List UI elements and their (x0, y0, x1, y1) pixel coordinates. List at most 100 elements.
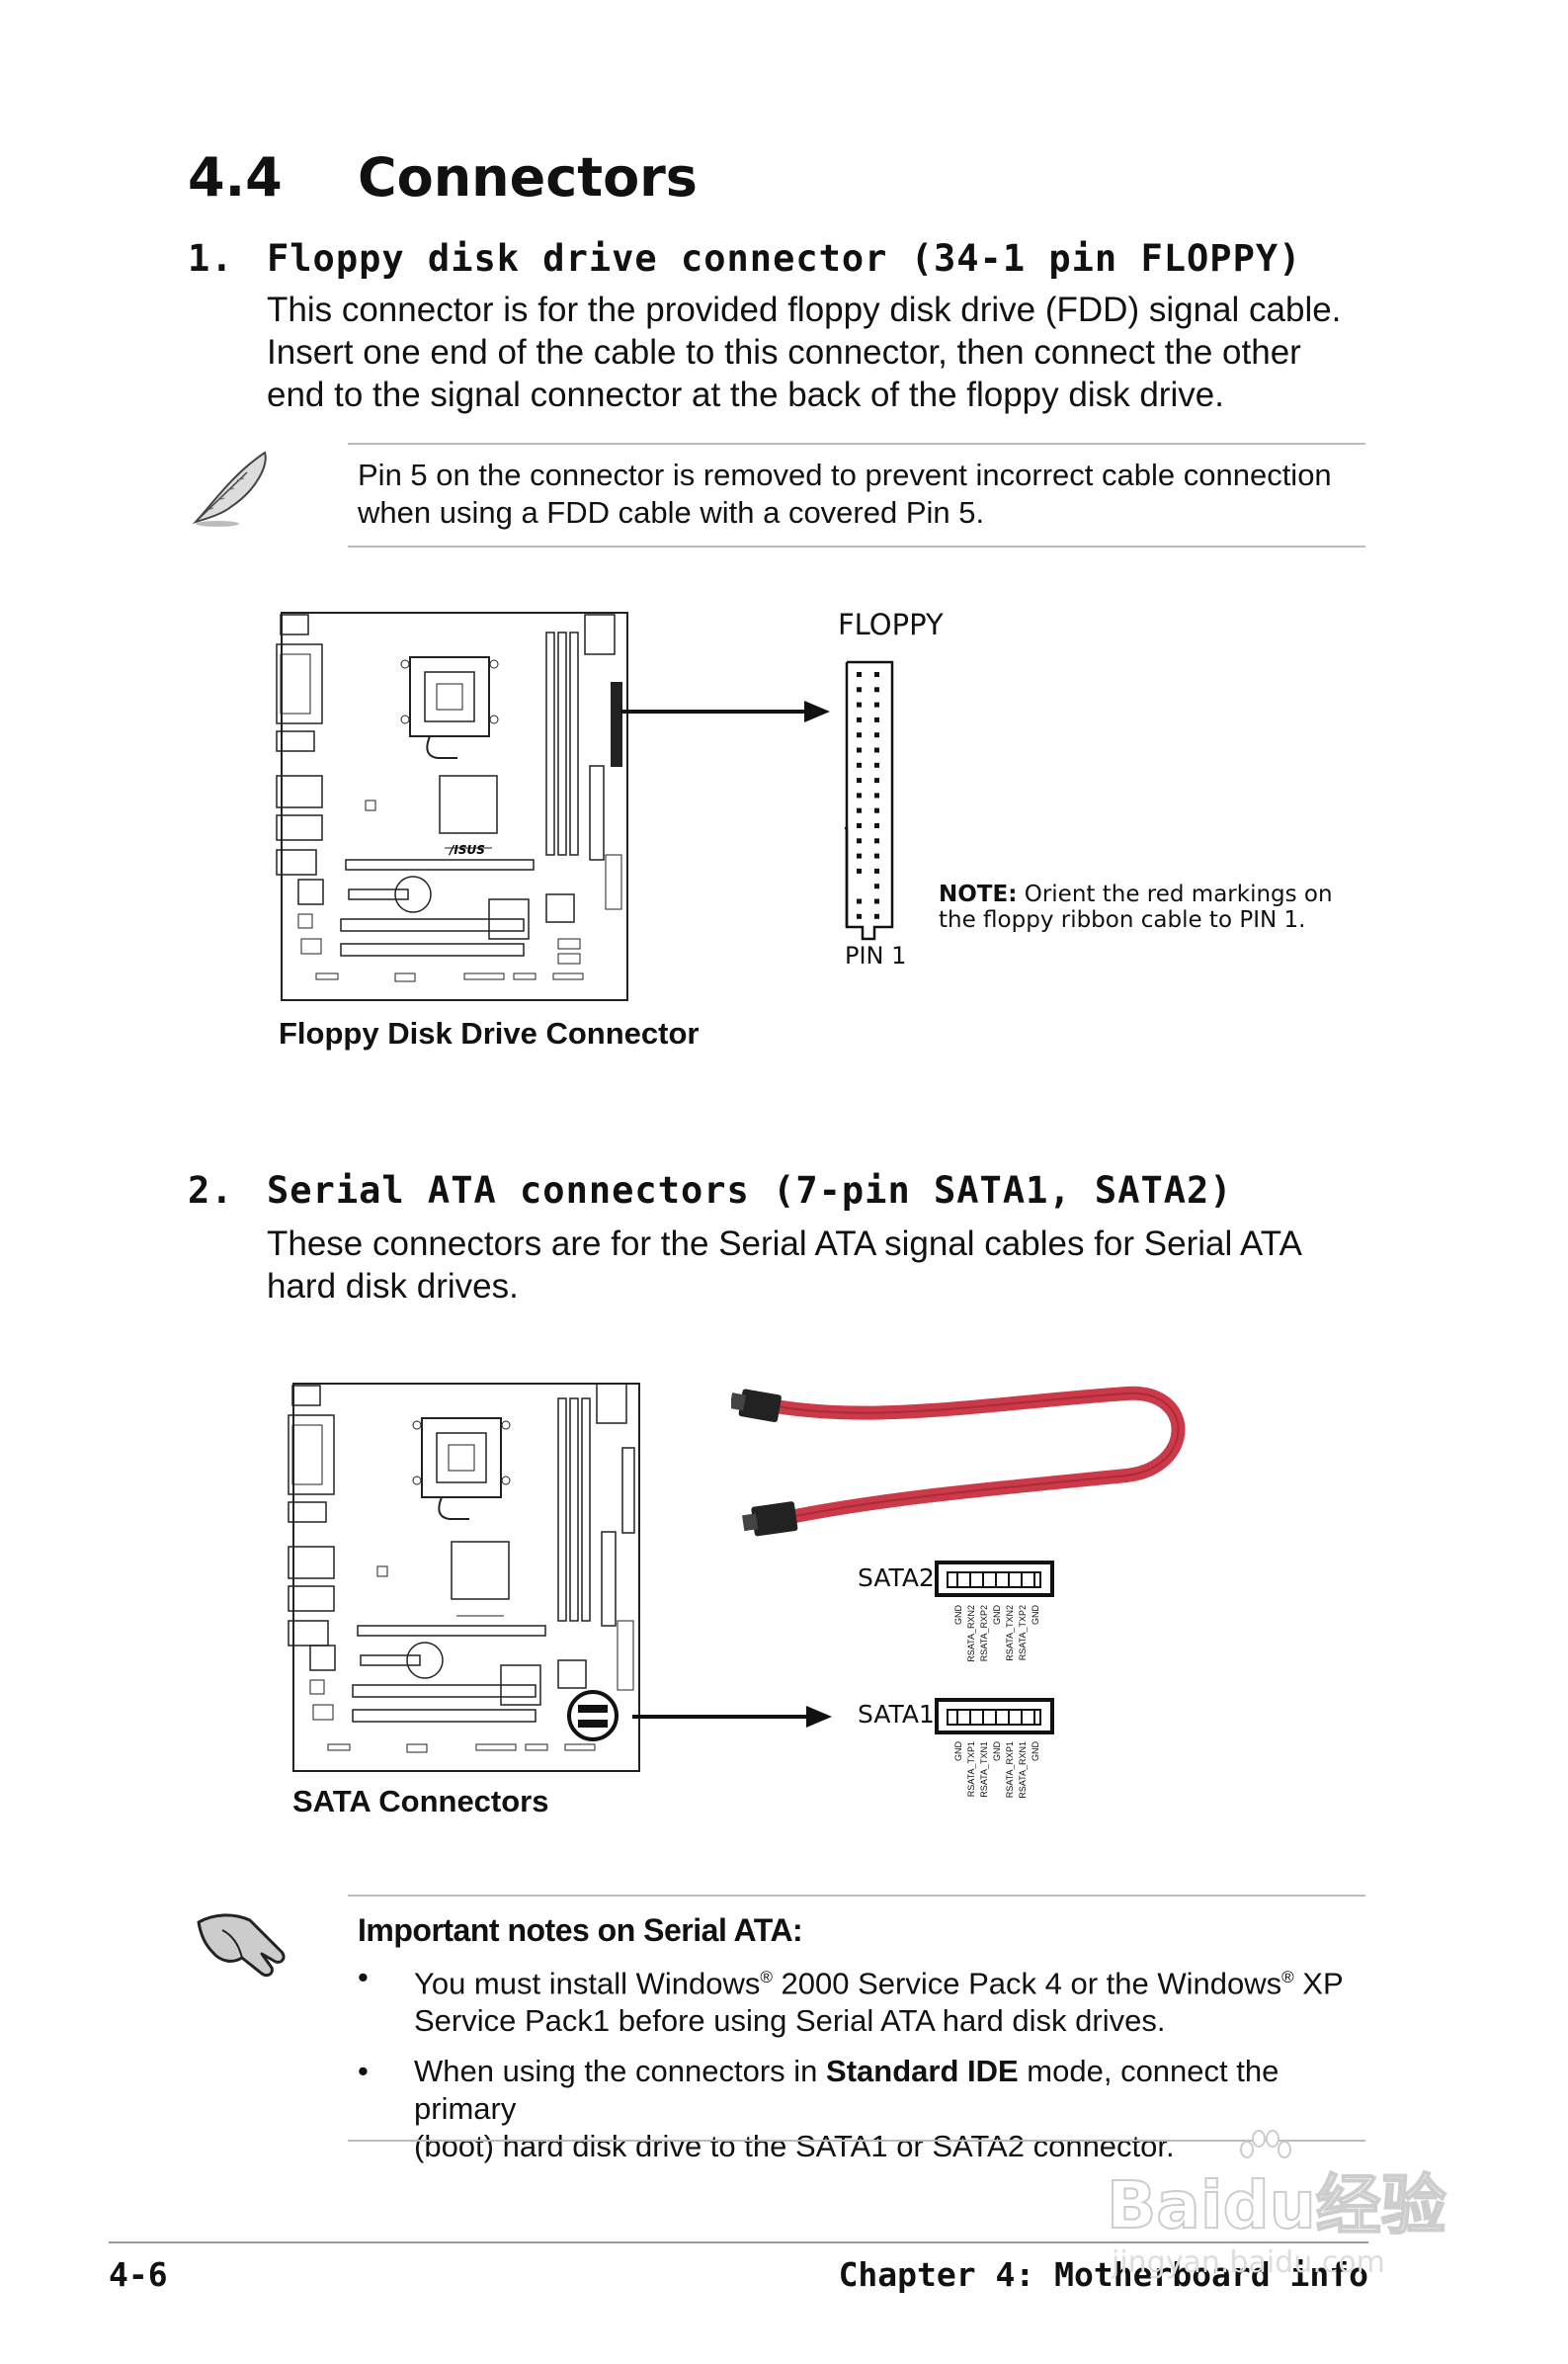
sata-pin-label: GND (992, 1605, 1002, 1625)
item1-title: Floppy disk drive connector (34-1 pin FL… (267, 237, 1302, 280)
note-bottom-rule (348, 546, 1365, 548)
motherboard-layout-floppy: /ISUS (276, 612, 628, 1001)
note-text: Pin 5 on the connector is removed to pre… (358, 457, 1332, 532)
footer-rule (109, 2241, 1368, 2243)
important-list: You must install Windows ® 2000 Service P… (358, 1959, 1375, 2178)
text-span: You must install Windows (414, 1966, 761, 2001)
important-title: Important notes on Serial ATA: (358, 1912, 803, 1948)
text-span: 2000 Service Pack 4 or the Windows (772, 1966, 1282, 2001)
floppy-label: FLOPPY (838, 608, 944, 641)
pointing-hand-icon (197, 1913, 286, 1978)
watermark-logo: Baidu经验 (1106, 2153, 1447, 2247)
sata-pin-label: RSATA_RXP1 (1005, 1741, 1015, 1799)
text-span: XP (1293, 1966, 1344, 2001)
floppy-connector-pinout (845, 660, 894, 941)
motherboard-layout-sata (288, 1383, 640, 1772)
sata-pin-label: GND (992, 1741, 1002, 1761)
floppy-pin (874, 732, 879, 738)
floppy-pin (874, 793, 879, 799)
floppy-pin (874, 778, 879, 784)
floppy-pin (874, 898, 879, 904)
floppy-pin (857, 793, 862, 799)
item2-body: These connectors are for the Serial ATA … (267, 1223, 1302, 1308)
floppy-pin (857, 868, 862, 874)
floppy-note: NOTE: Orient the red markings on the flo… (939, 882, 1333, 933)
note-top-rule (348, 443, 1365, 445)
item1-body: This connector is for the provided flopp… (267, 289, 1341, 416)
floppy-pin (857, 807, 862, 813)
pin1-label: PIN 1 (845, 942, 907, 970)
item1-number: 1. (188, 237, 234, 280)
floppy-pin (874, 853, 879, 859)
floppy-pin (857, 702, 862, 708)
feather-pen-icon (192, 451, 267, 527)
board-logo: /ISUS (448, 843, 485, 857)
floppy-pin (857, 732, 862, 738)
important-bottom-rule (348, 2140, 1365, 2142)
floppy-pin (857, 913, 862, 919)
section-title: Connectors (358, 146, 698, 209)
item2-title: Serial ATA connectors (7-pin SATA1, SATA… (267, 1169, 1233, 1212)
sata-pin-label: GND (953, 1605, 963, 1625)
floppy-pin (857, 898, 862, 904)
sata-pin-label: RSATA_RXN1 (1018, 1741, 1028, 1799)
floppy-pin (874, 913, 879, 919)
text-span: mode, connect the primary (414, 2054, 1279, 2127)
watermark-brand: 经验 (1315, 2166, 1447, 2244)
arrow-icon (620, 701, 830, 722)
note-bold: NOTE: (939, 882, 1018, 907)
sata-pin-label: GND (1031, 1605, 1040, 1625)
sata-caption: SATA Connectors (292, 1784, 549, 1818)
bullet-item: When using the connectors in Standard ID… (358, 2053, 1375, 2165)
sata-pin-label: RSATA_TXP1 (966, 1741, 976, 1798)
floppy-pin (857, 687, 862, 693)
item2-body-line: hard disk drives. (267, 1267, 519, 1306)
note-line: when using a FDD cable with a covered Pi… (358, 495, 985, 530)
item1-body-line: Insert one end of the cable to this conn… (267, 333, 1301, 372)
registered-mark: ® (1281, 1968, 1294, 1986)
sata1-label: SATA1 (858, 1700, 935, 1729)
bullet-item: You must install Windows ® 2000 Service P… (358, 1959, 1375, 2040)
sata-pin-label: RSATA_RXN2 (966, 1605, 976, 1662)
item1-body-line: end to the signal connector at the back … (267, 376, 1224, 414)
sata-cable-illustration (731, 1386, 1186, 1537)
floppy-pin (874, 687, 879, 693)
page-number: 4-6 (109, 2255, 168, 2294)
note-line2: the floppy ribbon cable to PIN 1. (939, 907, 1306, 933)
floppy-pin (874, 807, 879, 813)
section-number: 4.4 (188, 146, 283, 209)
sata-pin-label: GND (1031, 1741, 1040, 1761)
watermark-brand: du (1221, 2166, 1316, 2244)
note-line: Pin 5 on the connector is removed to pre… (358, 458, 1332, 492)
sata-pin-label: GND (953, 1741, 963, 1761)
sata2-connector (935, 1561, 1054, 1597)
floppy-caption: Floppy Disk Drive Connector (279, 1016, 700, 1051)
floppy-pin (857, 823, 862, 828)
arrow-icon (632, 1706, 832, 1728)
sata-pin-label: RSATA_TXN1 (979, 1741, 989, 1798)
floppy-pin (857, 853, 862, 859)
floppy-pin (874, 823, 879, 828)
note-line1: Orient the red markings on (1017, 882, 1333, 907)
text-span: Service Pack1 before using Serial ATA ha… (414, 2003, 1166, 2039)
floppy-pin (857, 778, 862, 784)
floppy-pin (857, 838, 862, 844)
floppy-pin (857, 717, 862, 722)
item2-body-line: These connectors are for the Serial ATA … (267, 1224, 1302, 1263)
floppy-pin (874, 838, 879, 844)
floppy-pin (857, 672, 862, 677)
floppy-pin (874, 702, 879, 708)
sata1-connector (935, 1698, 1054, 1734)
floppy-pin (874, 762, 879, 768)
important-top-rule (348, 1895, 1365, 1897)
watermark-url: jingyan.baidu.com (1112, 2245, 1385, 2280)
paw-icon (1240, 2130, 1291, 2158)
sata-pin-label: RSATA_RXP2 (979, 1605, 989, 1662)
floppy-pin (874, 884, 879, 889)
item2-number: 2. (188, 1169, 234, 1212)
floppy-pin (874, 747, 879, 753)
watermark-brand: Bai (1106, 2166, 1223, 2244)
floppy-pin (874, 868, 879, 874)
